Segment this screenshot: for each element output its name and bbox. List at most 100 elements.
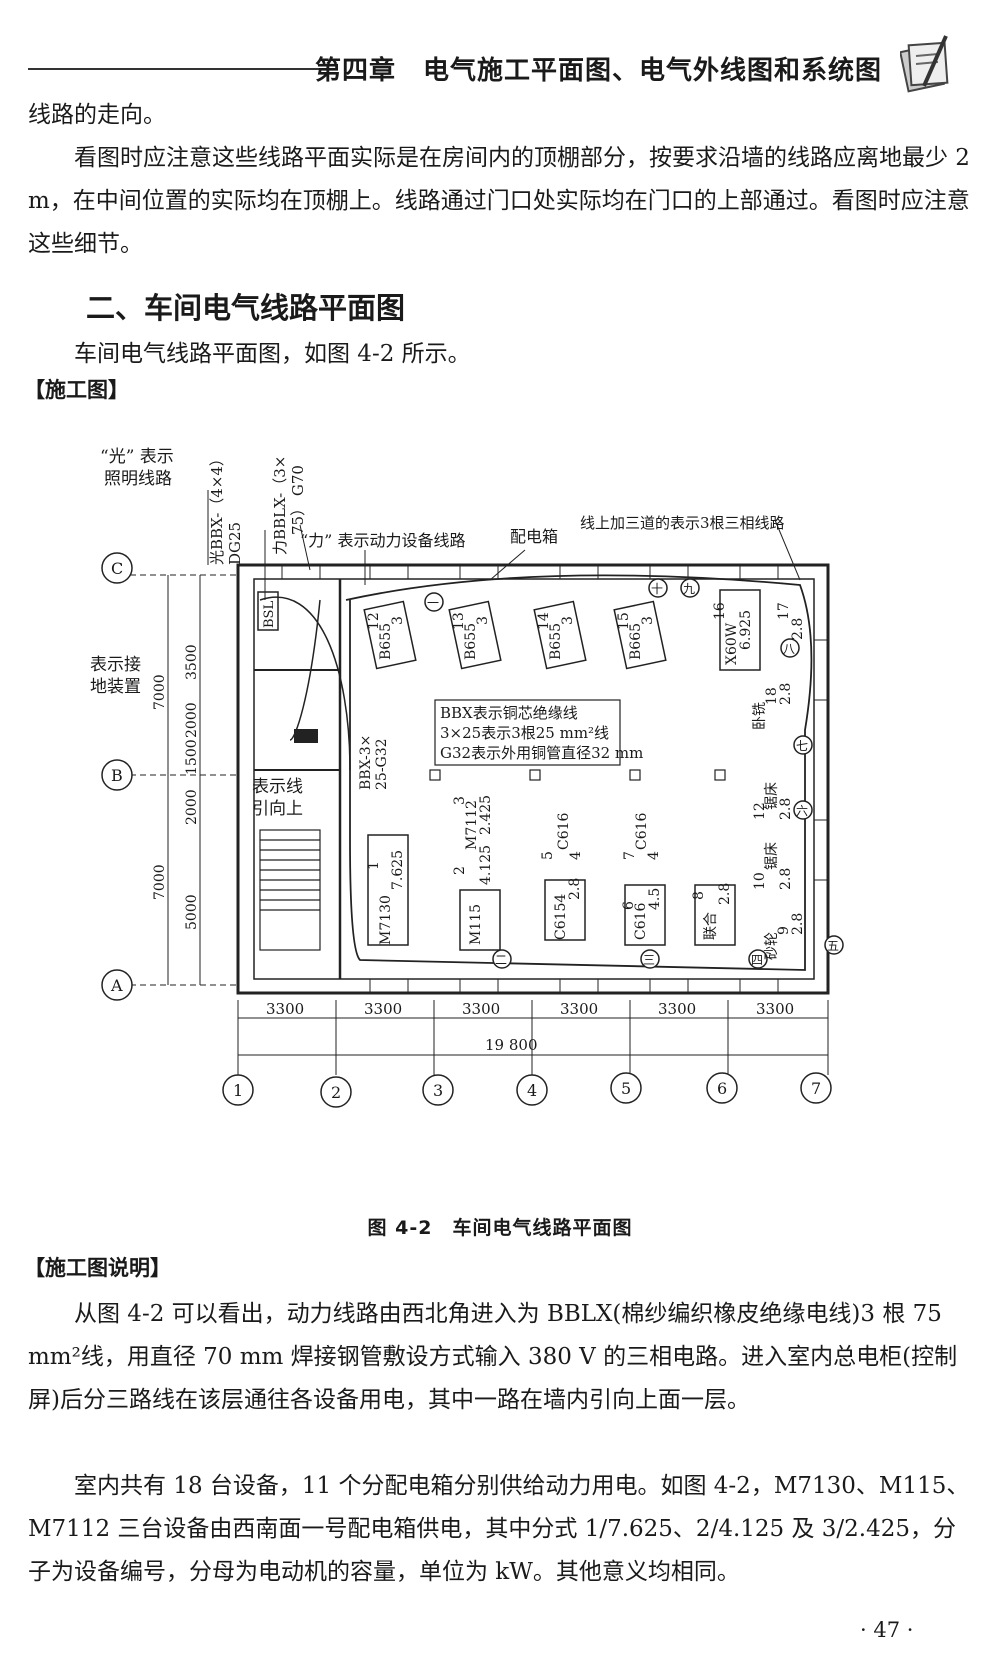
- equip-13-number: 13: [451, 612, 467, 630]
- paragraph-analysis: 从图 4-2 可以看出，动力线路由西北角进入为 BBLX(棉纱编织橡皮绝缘电线)…: [28, 1301, 958, 1413]
- col-axis-4: 4: [527, 1081, 537, 1100]
- equip-8-model: 联合: [703, 912, 719, 940]
- paragraph-intro: 车间电气线路平面图，如图 4-2 所示。: [28, 341, 471, 367]
- row-axis-a: A: [110, 976, 123, 995]
- dim-v-total-1: 7000: [152, 674, 168, 710]
- equip-9-power: 2.8: [790, 913, 806, 935]
- upward-note-line-1: 表示线: [252, 777, 303, 797]
- row-axis-c: C: [111, 559, 123, 578]
- figure-caption: 图 4-2 车间电气线路平面图: [367, 1217, 633, 1239]
- three-phase-note: 线上加三道的表示3根三相线路: [580, 514, 785, 532]
- col-axis-5: 5: [621, 1079, 631, 1098]
- equip-5-model: C616: [556, 812, 572, 850]
- equip-11-number: 12: [752, 802, 768, 820]
- equip-17-number: 17: [776, 602, 792, 620]
- equip-6-model: C616: [633, 902, 649, 940]
- workshop-electrical-plan: “光” 表示 照明线路 光BBX-（4×4） DG25 力BBLX-（3× 75…: [90, 447, 844, 1108]
- equip-12-number: 12: [366, 612, 382, 630]
- row-axis-b: B: [111, 766, 123, 785]
- box-label-3: 三: [643, 953, 655, 967]
- equip-18-number: 18: [764, 687, 780, 705]
- upward-note-line-2: 引向上: [252, 799, 303, 819]
- equip-14-model: B655: [548, 623, 564, 660]
- equip-16-power: 6.925: [738, 610, 754, 650]
- equip-2-number: 2: [452, 866, 468, 875]
- drawing-notes-label: 【施工图说明】: [24, 1256, 171, 1280]
- paragraph-equipment: 室内共有 18 台设备，11 个分配电箱分别供给动力用电。如图 4-2，M713…: [28, 1473, 970, 1585]
- box-label-9: 九: [683, 582, 695, 596]
- note-conduit: G32表示外用铜管直径32 mm: [440, 744, 643, 762]
- dim-h-2: 3300: [364, 1000, 402, 1018]
- equip-17-power: 2.8: [790, 618, 806, 640]
- paragraph-note: 看图时应注意这些线路平面实际是在房间内的顶棚部分，按要求沿墙的线路应离地最少 2…: [28, 145, 970, 257]
- column-axis-markers: [222, 1072, 832, 1108]
- construction-drawing-label: 【施工图】: [24, 378, 129, 402]
- light-note-line-1: “光” 表示: [100, 447, 174, 467]
- col-axis-6: 6: [717, 1079, 727, 1098]
- equip-8-number: 8: [691, 891, 707, 900]
- equip-2-power: 4.125: [478, 845, 494, 885]
- equip-10-model: 锯床: [764, 842, 780, 870]
- branch-cable-conduit: 25-G32: [374, 738, 390, 790]
- equip-12-power: 3: [390, 616, 406, 625]
- power-note: “力” 表示动力设备线路: [300, 531, 465, 550]
- dim-h-1: 3300: [266, 1000, 304, 1018]
- power-cable-label: 力BBLX-（3×: [271, 456, 289, 555]
- equip-14-number: 14: [536, 612, 552, 630]
- equip-2-model: M115: [468, 904, 484, 945]
- box-label-10: 十: [651, 582, 663, 596]
- equip-10-number: 10: [752, 872, 768, 890]
- main-panel-label: BSL: [262, 601, 277, 628]
- grounding-note-line-1: 表示接: [90, 655, 141, 675]
- distribution-box-label: 配电箱: [510, 527, 558, 546]
- equip-6-power: 4.5: [647, 888, 663, 910]
- equip-5-power: 4: [568, 851, 584, 860]
- equip-3-power: 2.425: [478, 795, 494, 835]
- dim-h-3: 3300: [462, 1000, 500, 1018]
- chapter-title: 第四章 电气施工平面图、电气外线图和系统图: [315, 56, 883, 86]
- equip-11-power: 2.8: [778, 798, 794, 820]
- equip-14-power: 3: [560, 616, 576, 625]
- equip-3-number: 3: [452, 796, 468, 805]
- dim-v-4: 2000: [184, 789, 200, 825]
- box-label-4: 四: [751, 953, 763, 967]
- equip-7-model: C616: [634, 812, 650, 850]
- equip-15-power: 3: [640, 616, 656, 625]
- equip-11-model: 锯床: [764, 782, 780, 810]
- page-number: · 47 ·: [860, 1618, 914, 1642]
- box-label-7: 七: [796, 739, 808, 753]
- equip-9-model: 砂轮: [764, 932, 780, 960]
- box-label-1: 一: [427, 596, 439, 610]
- note-copper-wire: BBX表示铜芯绝缘线: [440, 704, 578, 722]
- power-cable-conduit: 75） G70: [289, 465, 307, 535]
- equip-6-number: 6: [621, 901, 637, 910]
- equip-3-model: M7112: [464, 800, 480, 850]
- light-cable-conduit: DG25: [226, 522, 244, 565]
- dim-v-2: 2000: [184, 702, 200, 738]
- dim-h-4: 3300: [560, 1000, 598, 1018]
- col-axis-7: 7: [811, 1079, 821, 1098]
- dim-h-5: 3300: [658, 1000, 696, 1018]
- equip-9-number: 9: [776, 926, 792, 935]
- equip-1-model: M7130: [378, 895, 394, 945]
- equip-8-power: 2.8: [717, 883, 733, 905]
- equip-1-number: 1: [366, 861, 382, 870]
- equip-13-power: 3: [475, 616, 491, 625]
- note-wire-count: 3×25表示3根25 mm²线: [440, 724, 609, 742]
- box-label-2: 二: [495, 953, 507, 967]
- header-rule: [28, 68, 328, 70]
- equip-16-number: 16: [712, 602, 728, 620]
- box-label-6: 六: [796, 804, 808, 818]
- equip-10-power: 2.8: [778, 868, 794, 890]
- distribution-box-markers: [424, 578, 844, 969]
- equip-13-model: B655: [463, 623, 479, 660]
- dim-v-5: 5000: [184, 894, 200, 930]
- col-axis-3: 3: [433, 1081, 443, 1100]
- grounding-note-line-2: 地装置: [90, 677, 141, 697]
- equip-18-model: 卧铣: [752, 702, 768, 730]
- col-axis-1: 1: [233, 1081, 243, 1100]
- equip-15-number: 15: [616, 612, 632, 630]
- dim-v-3: 1500: [184, 739, 200, 775]
- equip-7-power: 4: [646, 851, 662, 860]
- section-heading: 二、车间电气线路平面图: [86, 291, 406, 325]
